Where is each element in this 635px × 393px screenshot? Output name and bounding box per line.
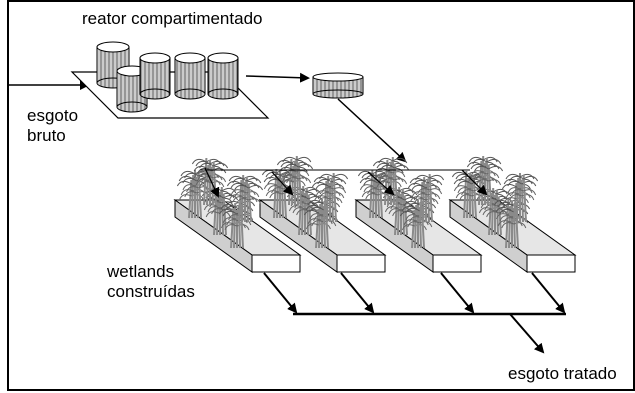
reed-plant	[226, 174, 264, 223]
outlet-drains	[263, 272, 566, 354]
reactor-label: reator compartimentado	[82, 9, 263, 28]
settling-tank	[312, 72, 364, 99]
reactor-compartment	[207, 52, 239, 100]
reactor-compartment	[139, 52, 171, 100]
raw-sewage-line-2: bruto	[27, 126, 66, 145]
wetland-plants	[176, 155, 539, 249]
raw-sewage-label: esgoto bruto	[27, 106, 78, 146]
reactor-to-tank-arrow	[245, 72, 310, 83]
reed-plant	[501, 173, 539, 223]
reactor-compartments	[96, 41, 239, 113]
cascade-arrows	[200, 167, 488, 198]
reed-plant	[372, 156, 410, 206]
reed-plant	[191, 157, 229, 206]
raw-sewage-line-1: esgoto	[27, 106, 79, 125]
diagram-border	[7, 0, 635, 391]
reed-plant	[466, 155, 504, 206]
reed-plant	[218, 199, 256, 249]
reed-plant	[311, 172, 349, 223]
reed-plant	[407, 173, 445, 223]
wetlands-label: wetlands construídas	[107, 262, 195, 302]
reactor-compartment	[174, 52, 206, 100]
tank-to-wetland-arrow	[337, 98, 407, 163]
treated-sewage-label: esgoto tratado	[508, 364, 617, 383]
wetlands-line-1: wetlands	[107, 262, 175, 281]
wetlands-line-2: construídas	[107, 282, 195, 301]
